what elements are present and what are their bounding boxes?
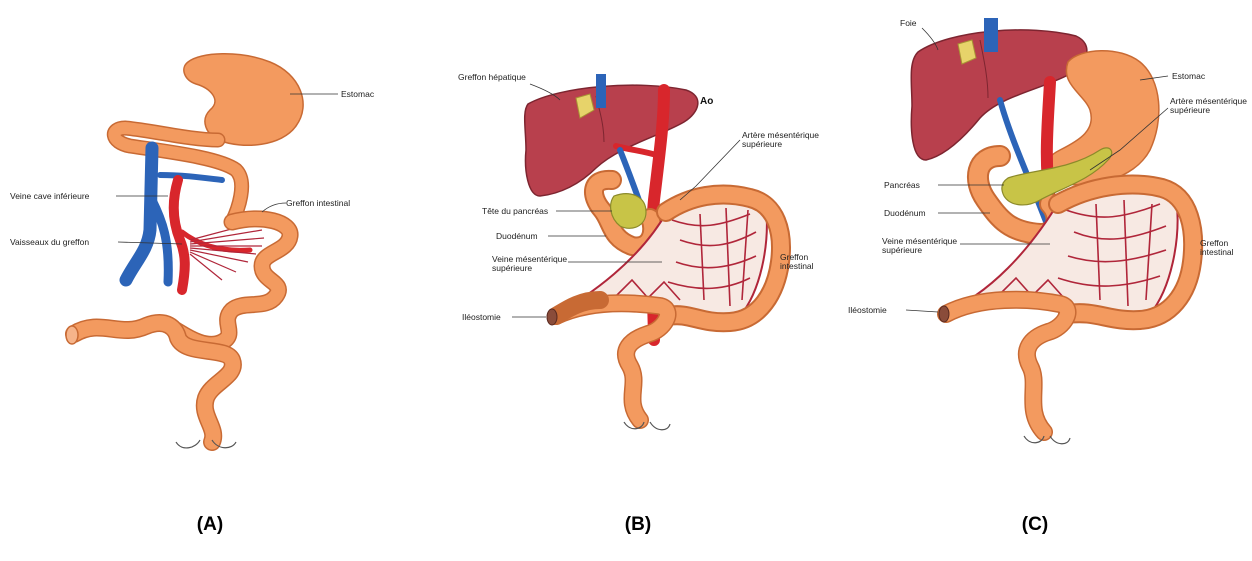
label-ileostomie-c: Iléostomie bbox=[848, 305, 887, 315]
panel-a: Estomac Veine cave inférieure Greffon in… bbox=[10, 54, 375, 448]
caption-c: (C) bbox=[1022, 514, 1048, 535]
panel-b: Greffon hépatique Ao Artère mésentérique… bbox=[458, 72, 819, 430]
label-duodenum-c: Duodénum bbox=[884, 208, 926, 218]
caption-b: (B) bbox=[625, 514, 651, 535]
label-artere-b-2: supérieure bbox=[742, 139, 782, 149]
stoma-b bbox=[547, 309, 557, 325]
stoma-c bbox=[939, 306, 949, 322]
label-greffon-c-2: intestinal bbox=[1200, 247, 1234, 257]
label-foie-c: Foie bbox=[900, 18, 917, 28]
label-veine-cave-a: Veine cave inférieure bbox=[10, 191, 90, 201]
label-estomac-c: Estomac bbox=[1172, 71, 1206, 81]
label-vaisseaux-a: Vaisseaux du greffon bbox=[10, 237, 89, 247]
label-veine-b-2: supérieure bbox=[492, 263, 532, 273]
vena-cava-b bbox=[596, 74, 606, 108]
label-greffon-intestinal-a: Greffon intestinal bbox=[286, 198, 350, 208]
graft-vessels-a bbox=[190, 222, 264, 280]
label-greffon-b-2: intestinal bbox=[780, 261, 814, 271]
label-ileostomie-b: Iléostomie bbox=[462, 312, 501, 322]
label-estomac-a: Estomac bbox=[341, 89, 375, 99]
label-tete-pancreas-b: Tête du pancréas bbox=[482, 206, 548, 216]
label-ao-b: Ao bbox=[700, 96, 713, 107]
vena-cava-a bbox=[126, 148, 152, 280]
label-pancreas-c: Pancréas bbox=[884, 180, 920, 190]
label-greffon-hepatique-b: Greffon hépatique bbox=[458, 72, 526, 82]
panel-c: Foie Estomac Artère mésentérique supérie… bbox=[848, 18, 1247, 444]
label-artere-c-2: supérieure bbox=[1170, 105, 1210, 115]
stoma-a bbox=[66, 326, 78, 344]
caption-a: (A) bbox=[197, 514, 223, 535]
label-veine-c-2: supérieure bbox=[882, 245, 922, 255]
label-duodenum-b: Duodénum bbox=[496, 231, 538, 241]
vena-cava-c bbox=[984, 18, 998, 52]
